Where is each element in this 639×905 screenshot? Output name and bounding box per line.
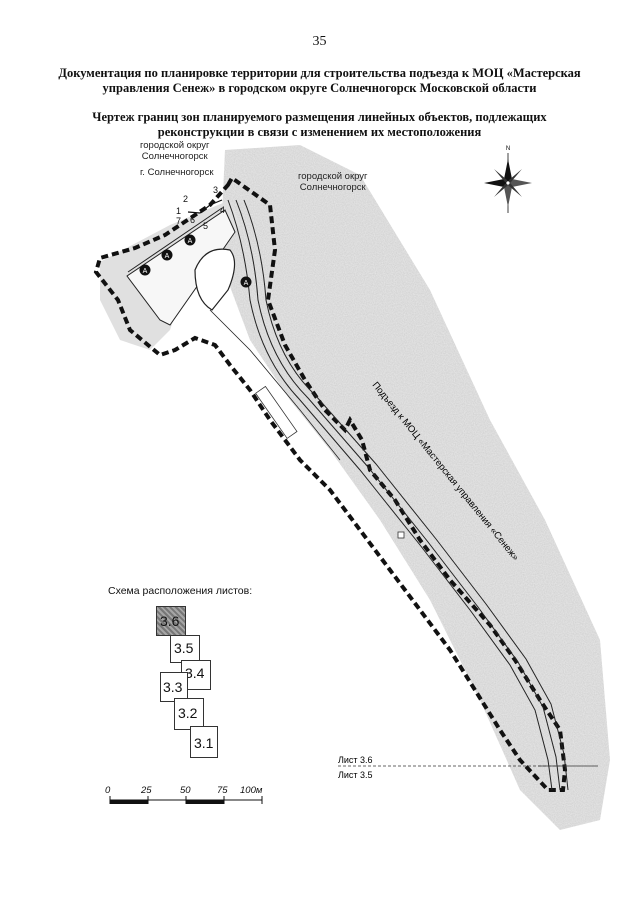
svg-text:А: А bbox=[143, 268, 148, 275]
sheet-3-3: 3.3 bbox=[160, 672, 188, 702]
sheet-label-lower: Лист 3.5 bbox=[338, 770, 373, 780]
page-number: 35 bbox=[312, 34, 327, 49]
drawing-title: Чертеж границ зон планируемого размещени… bbox=[92, 110, 547, 139]
point-label: 6 bbox=[190, 215, 195, 225]
scale-tick-label: 25 bbox=[141, 785, 152, 796]
zone-marker: А bbox=[161, 249, 173, 261]
forest-area bbox=[220, 145, 610, 830]
district-label-right: городской округ Солнечногорск bbox=[298, 171, 368, 193]
turnaround-loop bbox=[194, 248, 236, 311]
sheet-3-1: 3.1 bbox=[190, 726, 218, 758]
point-label: 7 bbox=[176, 216, 181, 226]
district-label-left: городской округ Солнечногорск bbox=[140, 140, 210, 162]
point-label: 5 bbox=[203, 221, 208, 231]
town-label: г. Солнечногорск bbox=[140, 167, 214, 178]
scale-tick-label: 0 bbox=[105, 785, 111, 796]
point-label: 3 bbox=[213, 185, 218, 195]
roadside-structure bbox=[255, 385, 298, 439]
zone-boundary bbox=[93, 175, 568, 792]
point-label: 2 bbox=[183, 194, 188, 204]
zone-marker: А bbox=[240, 276, 252, 288]
svg-text:А: А bbox=[165, 253, 170, 260]
point-label: 4 bbox=[220, 205, 225, 215]
scale-tick-label: 75 bbox=[217, 785, 228, 796]
sheet-3-2: 3.2 bbox=[174, 698, 204, 730]
sheet-3-6: 3.6 bbox=[156, 606, 186, 636]
scale-tick-label: 100м bbox=[240, 785, 263, 796]
parking-area bbox=[126, 207, 236, 326]
sheet-scheme-title: Схема расположения листов: bbox=[108, 585, 253, 597]
sheet-3-5: 3.5 bbox=[170, 635, 200, 663]
sheet-label-upper: Лист 3.6 bbox=[338, 755, 373, 765]
compass-north-label: N bbox=[506, 146, 510, 152]
svg-text:А: А bbox=[244, 280, 249, 287]
boundary-points: 1 2 3 4 5 6 7 bbox=[176, 185, 225, 231]
zone-marker: А bbox=[184, 234, 196, 246]
scale-bar bbox=[109, 796, 263, 804]
document-title: Документация по планировке территории дл… bbox=[58, 66, 581, 95]
small-marker bbox=[397, 531, 405, 539]
road-lines bbox=[209, 199, 569, 791]
point-label: 1 bbox=[176, 206, 181, 216]
scale-tick-label: 50 bbox=[180, 785, 191, 796]
zone-marker: А bbox=[139, 264, 151, 276]
compass-icon: N bbox=[484, 146, 532, 213]
svg-text:А: А bbox=[188, 238, 193, 245]
